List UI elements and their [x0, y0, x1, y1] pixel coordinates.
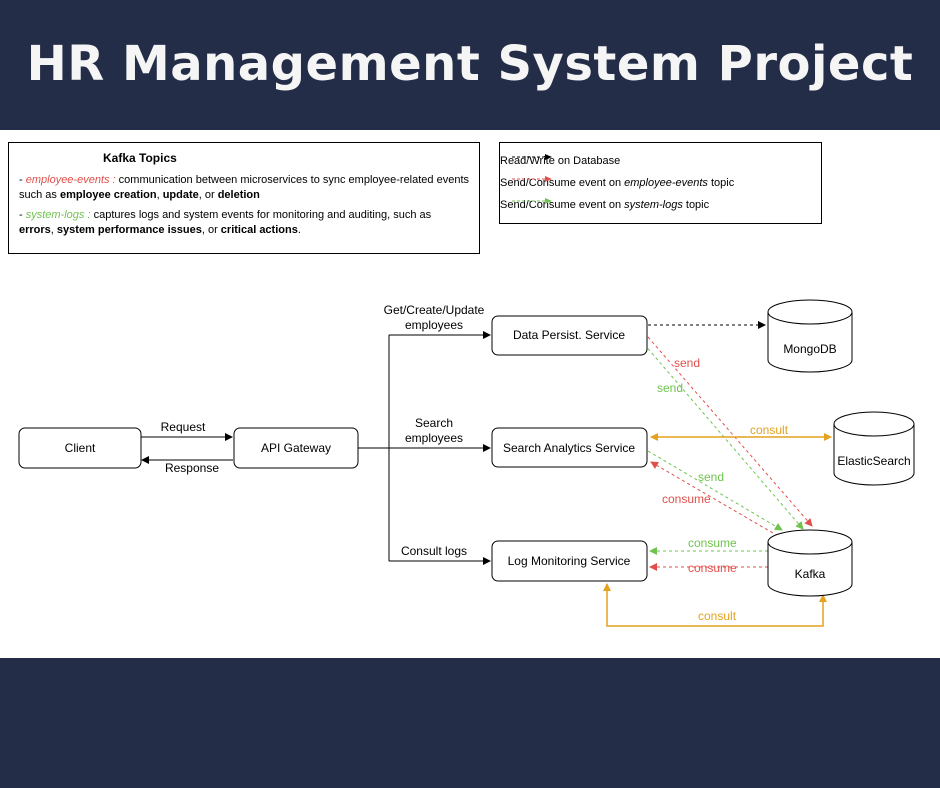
- mongodb-node: MongoDB: [767, 299, 853, 373]
- search-label-1: Search: [415, 416, 453, 430]
- legend-topic: employee-events: [624, 177, 708, 189]
- consume-red-sa-label: consume: [662, 492, 711, 506]
- legend-row-database: Read/Write on Database: [500, 153, 620, 169]
- kafka-label: Kafka: [795, 567, 826, 581]
- consult-logs-label: Consult logs: [401, 544, 467, 558]
- edge-kafka-sa-red: [650, 461, 779, 537]
- legend-box: Read/Write on Database Send/Consume even…: [499, 142, 822, 224]
- consume-green-lm-label: consume: [688, 536, 737, 550]
- legend-label-database: Read/Write on Database: [500, 155, 621, 167]
- sep: ,: [50, 224, 57, 236]
- legend-label-employee-events: Send/Consume event on employee-events to…: [500, 177, 734, 189]
- edge-dp-kafka-green: [643, 343, 804, 530]
- mongodb-label: MongoDB: [783, 342, 836, 356]
- sep: .: [297, 224, 301, 236]
- send-green-dp-label: send: [657, 381, 683, 395]
- send-green-sa-label: send: [698, 470, 724, 484]
- client-label: Client: [65, 441, 96, 455]
- kafka-topics-heading: Kafka Topics: [103, 151, 177, 165]
- api-gateway-label: API Gateway: [261, 441, 331, 455]
- performance-text: system performance issues: [56, 224, 202, 236]
- edge-lm-kafka-consult: [603, 583, 827, 627]
- system-logs-name: system-logs :: [25, 209, 91, 221]
- update-text: update: [162, 189, 199, 201]
- legend-text: topic: [707, 177, 735, 189]
- response-label: Response: [165, 461, 219, 475]
- kafka-node: Kafka: [767, 529, 853, 597]
- legend-label-system-logs: Send/Consume event on system-logs topic: [500, 199, 709, 211]
- legend-text: Send/Consume event on: [500, 177, 625, 189]
- get-create-label-2: employees: [405, 318, 463, 332]
- data-persist-label: Data Persist. Service: [513, 328, 625, 342]
- search-analytics-node: Search Analytics Service: [491, 427, 648, 468]
- edge-sa-kafka-green: [647, 450, 783, 531]
- deletion-text: deletion: [217, 189, 260, 201]
- legend-row-employee-events: Send/Consume event on employee-events to…: [500, 175, 734, 191]
- red-dashed-arrow-icon: [512, 176, 552, 182]
- get-create-label-1: Get/Create/Update: [384, 303, 485, 317]
- legend-row-system-logs: Send/Consume event on system-logs topic: [500, 197, 709, 213]
- client-node: Client: [18, 427, 142, 469]
- log-monitoring-label: Log Monitoring Service: [508, 554, 631, 568]
- request-label: Request: [161, 420, 206, 434]
- legend-text: Send/Consume event on: [500, 199, 625, 211]
- errors-text: errors: [19, 224, 51, 236]
- consult-es-label: consult: [750, 423, 789, 437]
- page-title: HR Management System Project: [26, 36, 914, 92]
- topic-employee-events: - employee-events : communication betwee…: [19, 174, 470, 201]
- sep: , or: [198, 189, 218, 201]
- consult-lm-label: consult: [698, 609, 737, 623]
- consume-red-lm-label: consume: [688, 561, 737, 575]
- employee-events-desc: communication between microservices to s…: [19, 174, 470, 201]
- elasticsearch-label: ElasticSearch: [837, 454, 910, 468]
- critical-actions-text: critical actions: [220, 224, 298, 236]
- green-dashed-arrow-icon: [512, 198, 552, 204]
- elasticsearch-node: ElasticSearch: [833, 411, 915, 486]
- kafka-topics-box: Kafka Topics - employee-events : communi…: [8, 142, 480, 254]
- send-red-label: send: [674, 356, 700, 370]
- employee-creation-text: employee creation: [59, 189, 157, 201]
- system-logs-desc: captures logs and system events for moni…: [90, 209, 432, 221]
- legend-topic: system-logs: [624, 199, 683, 211]
- diagram-panel: Kafka Topics - employee-events : communi…: [0, 130, 940, 658]
- legend-text: topic: [682, 199, 710, 211]
- employee-events-name: employee-events :: [25, 174, 116, 186]
- search-label-2: employees: [405, 431, 463, 445]
- sep: ,: [156, 189, 163, 201]
- topic-system-logs: - system-logs : captures logs and system…: [19, 209, 432, 236]
- edge-dp-kafka-red: [647, 336, 813, 527]
- search-analytics-label: Search Analytics Service: [503, 441, 635, 455]
- sep: , or: [201, 224, 221, 236]
- log-monitoring-node: Log Monitoring Service: [491, 540, 648, 582]
- api-gateway-node: API Gateway: [233, 427, 359, 469]
- black-dashed-arrow-icon: [512, 154, 552, 160]
- data-persist-node: Data Persist. Service: [491, 315, 648, 356]
